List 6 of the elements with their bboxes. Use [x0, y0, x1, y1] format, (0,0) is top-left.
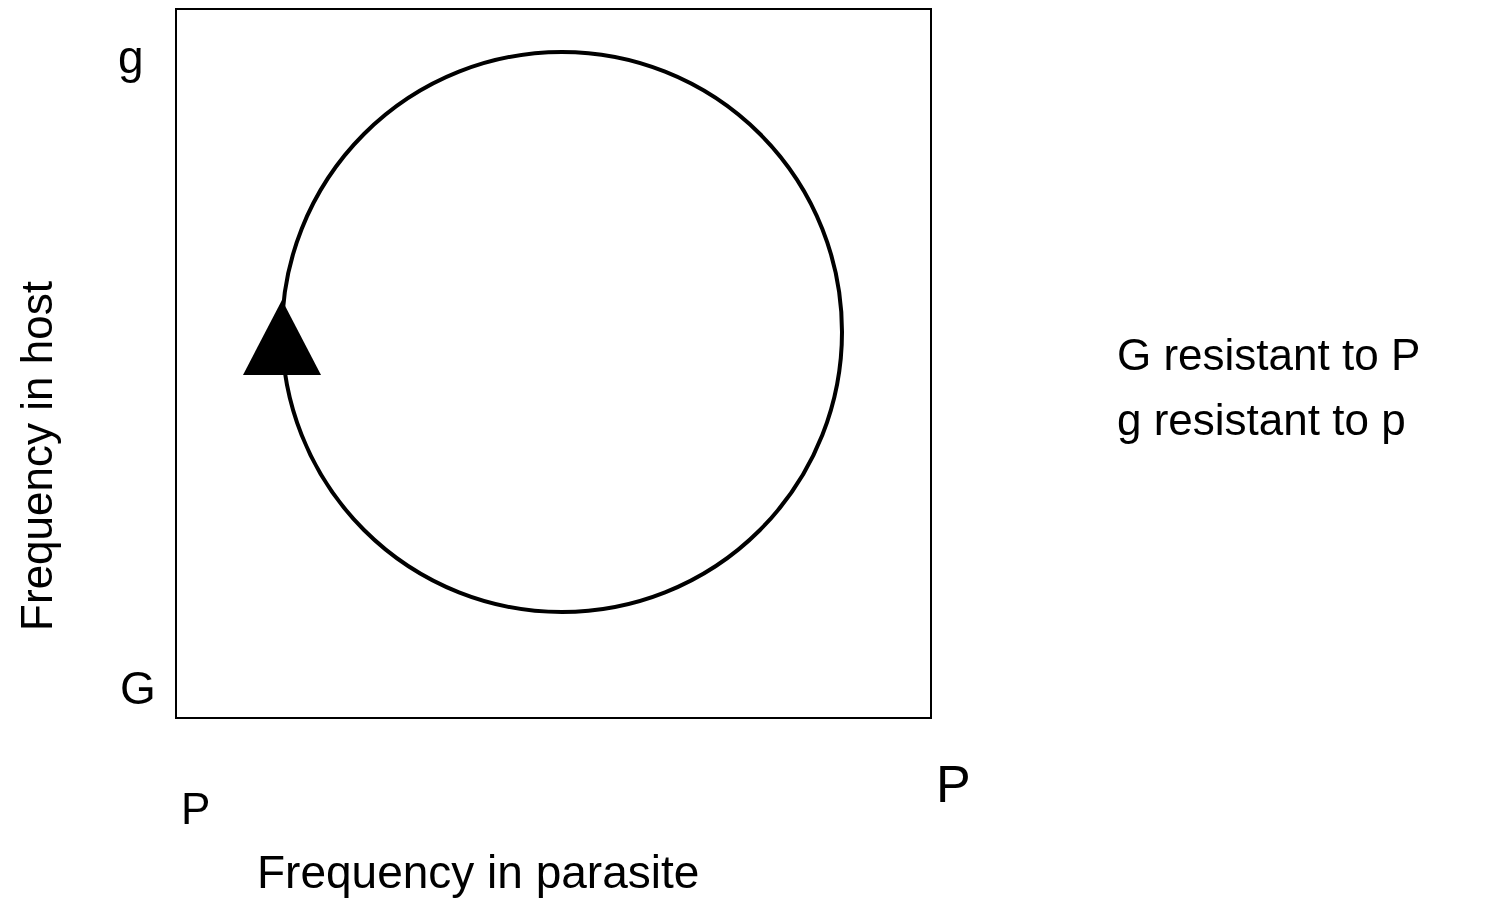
axis-title: Frequency in host: [14, 281, 59, 631]
axis-end-label: P: [936, 758, 971, 810]
axis-end-label: G: [120, 665, 156, 711]
legend-note: G resistant to P: [1117, 333, 1421, 377]
axis-end-label: P: [181, 787, 211, 831]
legend-note: g resistant to p: [1117, 398, 1406, 442]
